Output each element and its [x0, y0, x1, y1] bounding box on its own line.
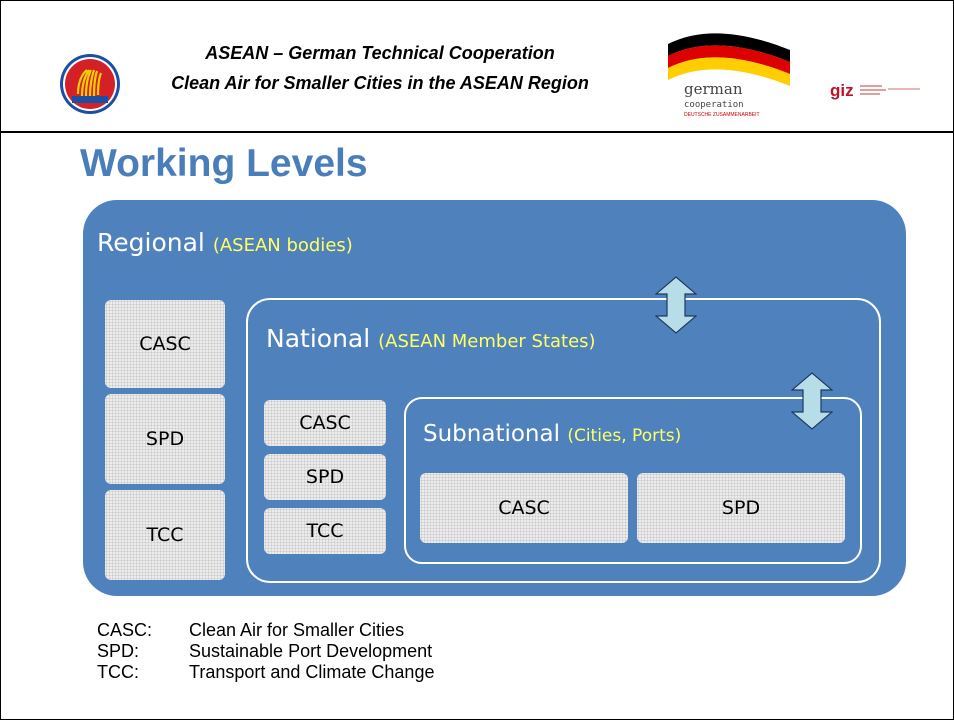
regional-item-casc: CASC — [105, 300, 225, 388]
regional-item-tcc: TCC — [105, 490, 225, 580]
subnational-panel — [404, 397, 862, 564]
national-heading: National (ASEAN Member States) — [266, 322, 596, 359]
legend-text: Sustainable Port Development — [189, 641, 433, 661]
legend: CASC: Clean Air for Smaller Cities SPD: … — [97, 620, 434, 683]
subnational-label: Subnational — [423, 421, 560, 447]
subnational-item-casc: CASC — [420, 473, 628, 543]
legend-row: TCC: Transport and Climate Change — [97, 662, 434, 683]
german-logo-tagline: DEUTSCHE ZUSAMMENARBEIT — [684, 112, 760, 118]
regional-item-spd: SPD — [105, 394, 225, 484]
header-line-1: ASEAN – German Technical Cooperation — [205, 43, 555, 63]
legend-abbr: SPD: — [97, 641, 140, 661]
subnational-heading: Subnational (Cities, Ports) — [423, 418, 681, 452]
german-logo-word-2: cooperation — [684, 100, 744, 110]
giz-logo: giz — [830, 81, 920, 100]
slide-title: Working Levels — [80, 142, 368, 185]
legend-abbr: TCC: — [97, 662, 139, 682]
header-text: ASEAN – German Technical Cooperation Cle… — [130, 38, 630, 98]
header-divider — [0, 131, 954, 133]
national-sublabel: (ASEAN Member States) — [378, 331, 596, 352]
asean-logo — [60, 54, 120, 114]
national-item-spd: SPD — [264, 454, 386, 500]
subnational-sublabel: (Cities, Ports) — [567, 426, 682, 446]
legend-abbr: CASC: — [97, 620, 153, 640]
regional-sublabel: (ASEAN bodies) — [212, 235, 353, 256]
legend-row: CASC: Clean Air for Smaller Cities — [97, 620, 434, 641]
national-item-casc: CASC — [264, 400, 386, 446]
national-item-tcc: TCC — [264, 508, 386, 554]
regional-national-double-arrow — [655, 276, 697, 334]
legend-row: SPD: Sustainable Port Development — [97, 641, 434, 662]
regional-heading: Regional (ASEAN bodies) — [97, 226, 353, 263]
legend-text: Clean Air for Smaller Cities — [189, 620, 405, 640]
legend-text: Transport and Climate Change — [189, 662, 435, 682]
national-subnational-double-arrow — [791, 372, 833, 430]
giz-logo-text: giz — [830, 81, 854, 100]
national-label: National — [266, 324, 371, 353]
subnational-item-spd: SPD — [637, 473, 845, 543]
german-cooperation-logo: german cooperation DEUTSCHE ZUSAMMENARBE… — [668, 33, 790, 118]
regional-label: Regional — [97, 228, 205, 257]
header-line-2: Clean Air for Smaller Cities in the ASEA… — [171, 73, 589, 93]
german-logo-word-1: german — [684, 80, 743, 98]
national-panel — [246, 298, 881, 583]
